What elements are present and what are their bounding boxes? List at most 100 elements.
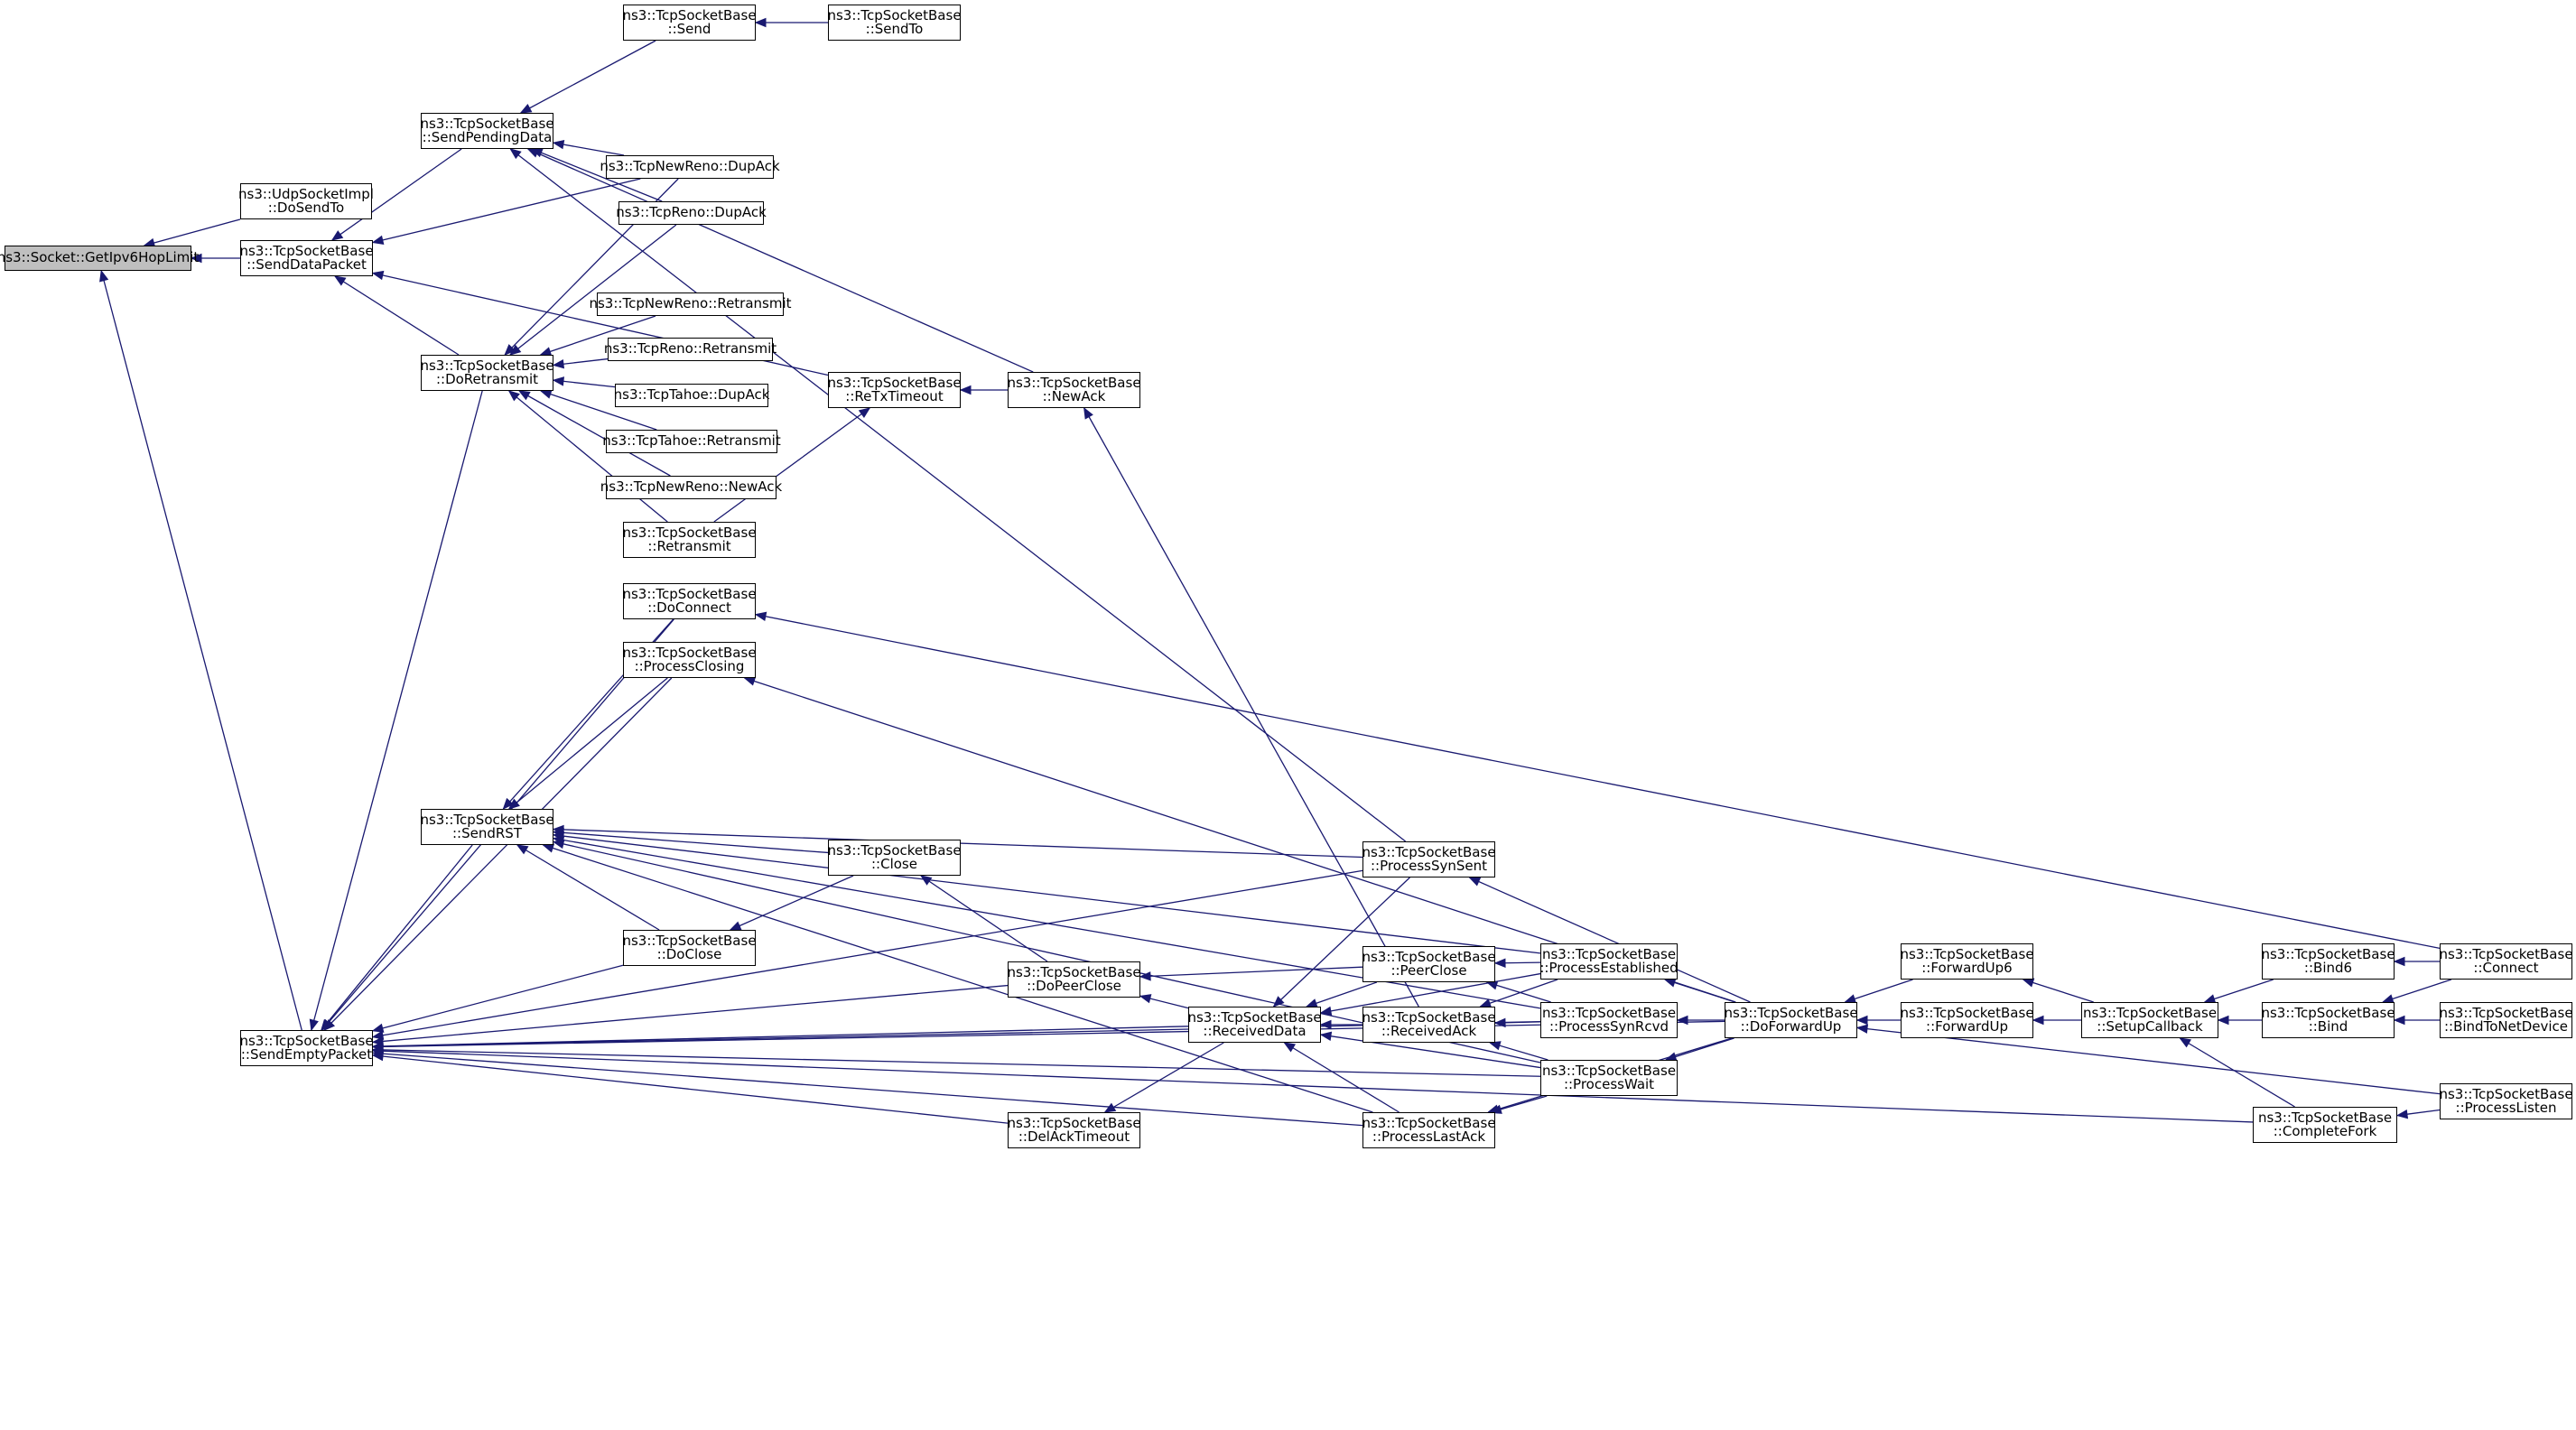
node-processclosing[interactable]: ns3::TcpSocketBase::ProcessClosing	[622, 642, 757, 678]
node-senddatapacket[interactable]: ns3::TcpSocketBase::SendDataPacket	[239, 240, 374, 276]
node-newack[interactable]: ns3::TcpSocketBase::NewAck	[1007, 372, 1141, 408]
call-edge-close-to-srst	[553, 831, 829, 854]
node-label: ::ForwardUp	[1926, 1018, 2008, 1035]
node-retransmit[interactable]: ns3::TcpSocketBase::Retransmit	[622, 522, 757, 558]
call-edge-rdata-to-dat	[1104, 1042, 1224, 1113]
node-receiveddata[interactable]: ns3::TcpSocketBase::ReceivedData	[1187, 1007, 1322, 1043]
node-label: ns3::TcpSocketBase	[622, 644, 757, 661]
node-tcpreno-dupack[interactable]: ns3::TcpReno::DupAck	[616, 201, 767, 225]
node-processlastack[interactable]: ns3::TcpSocketBase::ProcessLastAck	[1362, 1112, 1496, 1148]
arrowhead-icon	[371, 1045, 384, 1056]
node-peerclose[interactable]: ns3::TcpSocketBase::PeerClose	[1362, 946, 1496, 982]
node-udpsocketimpl-dosendto[interactable]: ns3::UdpSocketImpl::DoSendTo	[238, 183, 374, 219]
node-label: ::DoConnect	[647, 599, 731, 616]
arrowhead-icon	[1663, 978, 1677, 988]
node-receivedack[interactable]: ns3::TcpSocketBase::ReceivedAck	[1362, 1007, 1496, 1043]
node-label: ::DoClose	[656, 946, 722, 962]
node-tcptahoe-retransmit[interactable]: ns3::TcpTahoe::Retransmit	[602, 430, 781, 453]
node-doclose[interactable]: ns3::TcpSocketBase::DoClose	[622, 930, 757, 966]
arrowhead-icon	[1283, 1042, 1297, 1053]
node-label: ns3::TcpSocketBase	[2439, 1004, 2573, 1021]
arrowhead-icon	[99, 269, 109, 283]
call-edge-psr-to-pclose	[1486, 981, 1551, 1003]
node-label: ns3::TcpSocketBase	[1541, 945, 1677, 962]
call-edge-dfu-to-sep	[372, 1020, 1725, 1048]
node-label: ::CompleteFork	[2273, 1123, 2377, 1139]
call-edge-nrdup-to-spd	[553, 142, 625, 156]
node-bindtonetdevice[interactable]: ns3::TcpSocketBase::BindToNetDevice	[2439, 1002, 2573, 1038]
node-completefork[interactable]: ns3::TcpSocketBase::CompleteFork	[2253, 1107, 2397, 1143]
arrowhead-icon	[309, 1018, 319, 1032]
call-edge-dor-to-sep	[311, 390, 483, 1031]
arrowhead-icon	[552, 376, 565, 386]
arrowhead-icon	[508, 344, 522, 356]
node-doconnect[interactable]: ns3::TcpSocketBase::DoConnect	[622, 583, 757, 619]
call-edge-srst-to-sep	[321, 844, 473, 1031]
node-tcptahoe-dupack[interactable]: ns3::TcpTahoe::DupAck	[613, 384, 770, 407]
node-tcpreno-retransmit[interactable]: ns3::TcpReno::Retransmit	[604, 338, 777, 361]
node-forwardup6[interactable]: ns3::TcpSocketBase::ForwardUp6	[1900, 943, 2034, 980]
node-label: ns3::TcpSocketBase	[2261, 1004, 2395, 1021]
node-connect[interactable]: ns3::TcpSocketBase::Connect	[2439, 943, 2573, 980]
node-label: ns3::TcpSocketBase	[420, 811, 554, 828]
node-forwardup[interactable]: ns3::TcpSocketBase::ForwardUp	[1900, 1002, 2034, 1038]
arrowhead-icon	[1676, 1015, 1688, 1026]
node-socket-getipv6hoplimit[interactable]: ns3::Socket::GetIpv6HopLimit	[0, 246, 199, 271]
node-tcpnewreno-newack[interactable]: ns3::TcpNewReno::NewAck	[600, 476, 782, 499]
node-sendpendingdata[interactable]: ns3::TcpSocketBase::SendPendingData	[420, 113, 554, 149]
arrowhead-icon	[517, 390, 531, 401]
arrowhead-icon	[729, 921, 742, 931]
node-setupcallback[interactable]: ns3::TcpSocketBase::SetupCallback	[2081, 1002, 2218, 1038]
node-dopeerclose[interactable]: ns3::TcpSocketBase::DoPeerClose	[1007, 961, 1141, 998]
node-sendto[interactable]: ns3::TcpSocketBase::SendTo	[827, 5, 962, 41]
node-tcpnewreno-dupack[interactable]: ns3::TcpNewReno::DupAck	[600, 155, 780, 179]
node-processwait[interactable]: ns3::TcpSocketBase::ProcessWait	[1540, 1060, 1678, 1096]
call-edge-close-to-doclose	[730, 875, 854, 931]
call-edge-cfork-to-scb	[2180, 1037, 2295, 1108]
node-label: ns3::TcpSocketBase	[827, 6, 962, 23]
node-processsynsent[interactable]: ns3::TcpSocketBase::ProcessSynSent	[1362, 841, 1496, 878]
call-edge-nrret-to-dor	[540, 315, 656, 356]
node-processsynrcvd[interactable]: ns3::TcpSocketBase::ProcessSynRcvd	[1540, 1002, 1678, 1038]
node-label: ::SendDataPacket	[246, 256, 367, 273]
node-processlisten[interactable]: ns3::TcpSocketBase::ProcessListen	[2439, 1083, 2573, 1119]
node-sendrst[interactable]: ns3::TcpSocketBase::SendRST	[420, 809, 554, 845]
call-edge-dat-to-sep	[372, 1054, 1009, 1124]
node-label: ::DoForwardUp	[1740, 1018, 1842, 1035]
node-doretransmit[interactable]: ns3::TcpSocketBase::DoRetransmit	[420, 355, 554, 391]
call-edge-pest-to-srst	[553, 834, 1541, 954]
node-retxtimeout[interactable]: ns3::TcpSocketBase::ReTxTimeout	[827, 372, 962, 408]
arrowhead-icon	[552, 358, 565, 369]
call-edge-dfu-to-pwait	[1665, 1037, 1734, 1061]
node-delacktimeout[interactable]: ns3::TcpSocketBase::DelAckTimeout	[1007, 1112, 1141, 1148]
node-sendemptypacket[interactable]: ns3::TcpSocketBase::SendEmptyPacket	[239, 1030, 374, 1066]
node-label: ::SetupCallback	[2097, 1018, 2203, 1035]
arrowhead-icon	[1139, 971, 1151, 981]
node-tcpnewreno-retransmit[interactable]: ns3::TcpNewReno::Retransmit	[589, 292, 792, 316]
node-label: ns3::TcpSocketBase	[622, 932, 757, 949]
node-bind[interactable]: ns3::TcpSocketBase::Bind	[2261, 1002, 2395, 1038]
node-label: ns3::TcpTahoe::DupAck	[613, 386, 770, 404]
call-edge-pss-to-sep	[372, 869, 1363, 1038]
arrowhead-icon	[371, 235, 385, 245]
arrowhead-icon	[2395, 1109, 2409, 1119]
node-bind6[interactable]: ns3::TcpSocketBase::Bind6	[2261, 943, 2395, 980]
node-doforwardup[interactable]: ns3::TcpSocketBase::DoForwardUp	[1724, 1002, 1858, 1038]
arrowhead-icon	[1319, 1031, 1333, 1041]
arrowhead-icon	[552, 139, 565, 150]
node-label: ::ReceivedData	[1203, 1023, 1307, 1039]
arrowhead-icon	[1485, 980, 1499, 990]
node-label: ::Close	[871, 856, 917, 872]
call-edge-retr-to-dor	[508, 390, 668, 523]
arrowhead-icon	[504, 344, 516, 356]
arrowhead-icon	[2032, 1015, 2044, 1026]
arrowhead-icon	[1319, 1019, 1332, 1030]
node-close[interactable]: ns3::TcpSocketBase::Close	[827, 840, 962, 876]
node-label: ns3::TcpReno::Retransmit	[603, 340, 777, 358]
arrowhead-icon	[2393, 956, 2405, 967]
node-label: ::ProcessListen	[2455, 1100, 2557, 1116]
node-label: ::SendTo	[865, 21, 924, 37]
node-send[interactable]: ns3::TcpSocketBase::Send	[622, 5, 757, 41]
node-processestablished[interactable]: ns3::TcpSocketBase::ProcessEstablished	[1539, 943, 1679, 980]
